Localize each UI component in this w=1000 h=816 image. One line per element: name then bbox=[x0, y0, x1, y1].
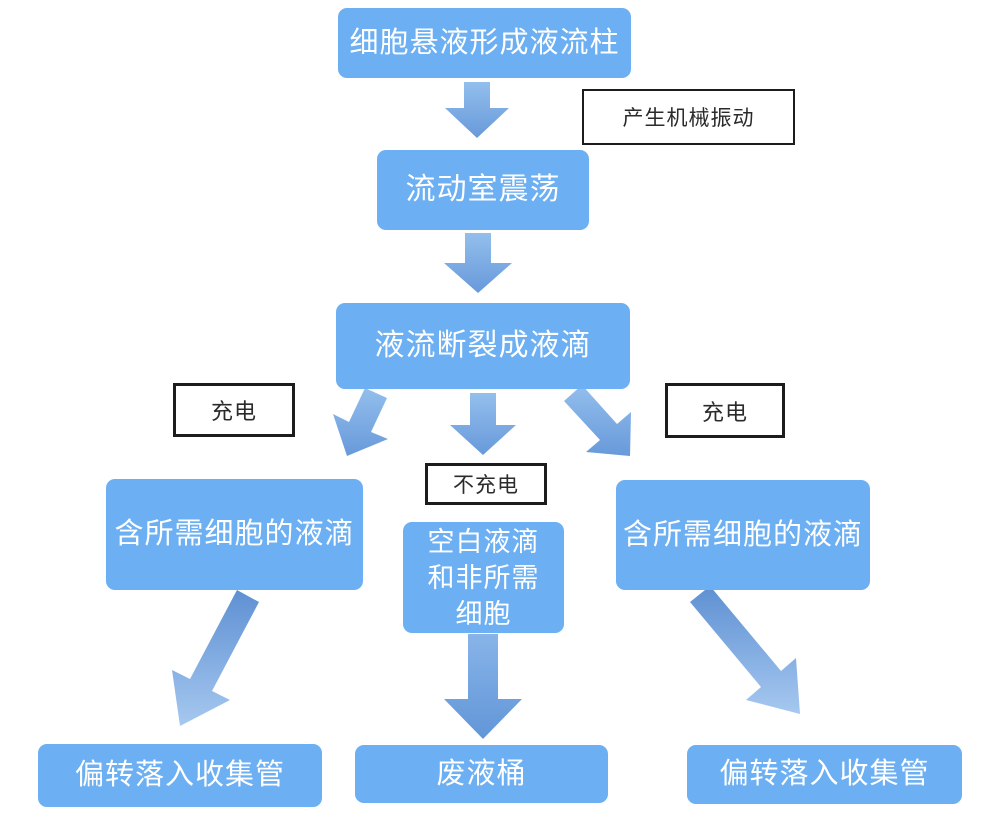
annotation-charge-left: 充电 bbox=[173, 383, 295, 437]
node-waste-bucket: 废液桶 bbox=[355, 745, 608, 803]
node-label: 偏转落入收集管 bbox=[719, 758, 930, 791]
arrow-stream-to-chamber bbox=[445, 82, 509, 138]
node-droplets-with-target-cells-left: 含所需细胞的液滴 bbox=[106, 479, 363, 590]
node-droplets-with-target-cells-right: 含所需细胞的液滴 bbox=[616, 480, 870, 590]
arrow-right-droplet-to-collect bbox=[690, 586, 800, 714]
node-deflect-into-collection-tube-right: 偏转落入收集管 bbox=[687, 745, 962, 804]
annotation-label: 充电 bbox=[701, 399, 748, 425]
node-label-line2: 和非所需 bbox=[427, 562, 540, 593]
node-blank-droplets-and-unwanted-cells: 空白液滴 和非所需 细胞 bbox=[403, 522, 564, 633]
node-label: 细胞悬液形成液流柱 bbox=[349, 26, 620, 59]
annotation-mechanical-vibration: 产生机械振动 bbox=[582, 89, 795, 145]
node-label: 流动室震荡 bbox=[405, 173, 561, 206]
node-label: 液流断裂成液滴 bbox=[374, 329, 592, 362]
annotation-charge-right: 充电 bbox=[665, 383, 785, 438]
annotation-label: 不充电 bbox=[453, 474, 519, 497]
arrow-breakup-to-right-droplet bbox=[564, 385, 631, 456]
arrow-breakup-to-blank-droplet bbox=[450, 393, 516, 455]
arrow-left-droplet-to-collect bbox=[172, 590, 259, 726]
node-deflect-into-collection-tube-left: 偏转落入收集管 bbox=[38, 744, 322, 807]
arrow-blank-droplet-to-waste bbox=[444, 634, 522, 739]
node-stream-breaks-into-droplets: 液流断裂成液滴 bbox=[336, 303, 630, 389]
node-label: 含所需细胞的液滴 bbox=[622, 518, 863, 551]
node-cell-suspension-stream: 细胞悬液形成液流柱 bbox=[338, 8, 631, 78]
node-label-line3: 细胞 bbox=[455, 598, 512, 629]
arrow-chamber-to-breakup bbox=[444, 233, 512, 293]
node-label-line1: 空白液滴 bbox=[427, 526, 540, 557]
arrow-breakup-to-left-droplet bbox=[333, 388, 388, 456]
node-label: 废液桶 bbox=[436, 757, 527, 790]
node-label: 偏转落入收集管 bbox=[74, 759, 285, 792]
node-label: 含所需细胞的液滴 bbox=[114, 518, 355, 551]
annotation-no-charge: 不充电 bbox=[425, 463, 547, 505]
annotation-label: 充电 bbox=[210, 399, 257, 424]
node-flow-chamber-oscillation: 流动室震荡 bbox=[377, 150, 589, 230]
annotation-label: 产生机械振动 bbox=[622, 107, 755, 130]
